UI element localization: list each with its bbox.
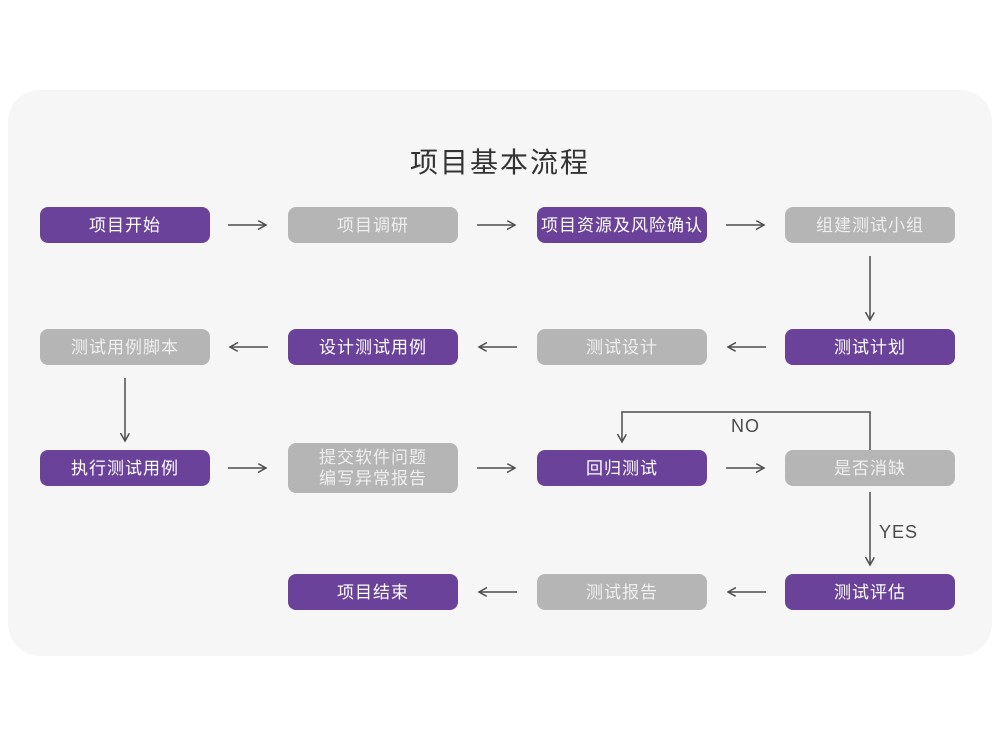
node-test-design: 测试设计: [537, 329, 707, 365]
node-test-case-script: 测试用例脚本: [40, 329, 210, 365]
node-test-plan: 测试计划: [785, 329, 955, 365]
edge-label-yes: YES: [879, 522, 919, 542]
edge-label-no: NO: [731, 416, 760, 436]
node-regression-test: 回归测试: [537, 450, 707, 486]
flowchart-card: [8, 90, 992, 656]
node-submit-issues: 提交软件问题 编写异常报告: [288, 443, 458, 493]
node-project-research: 项目调研: [288, 207, 458, 243]
diagram-title: 项目基本流程: [409, 147, 590, 178]
node-build-test-team: 组建测试小组: [785, 207, 955, 243]
node-defect-cleared: 是否消缺: [785, 450, 955, 486]
node-design-test-cases: 设计测试用例: [288, 329, 458, 365]
node-test-evaluation: 测试评估: [785, 574, 955, 610]
node-resources-risk: 项目资源及风险确认: [537, 207, 707, 243]
node-project-start: 项目开始: [40, 207, 210, 243]
node-test-report: 测试报告: [537, 574, 707, 610]
node-execute-cases: 执行测试用例: [40, 450, 210, 486]
node-project-end: 项目结束: [288, 574, 458, 610]
